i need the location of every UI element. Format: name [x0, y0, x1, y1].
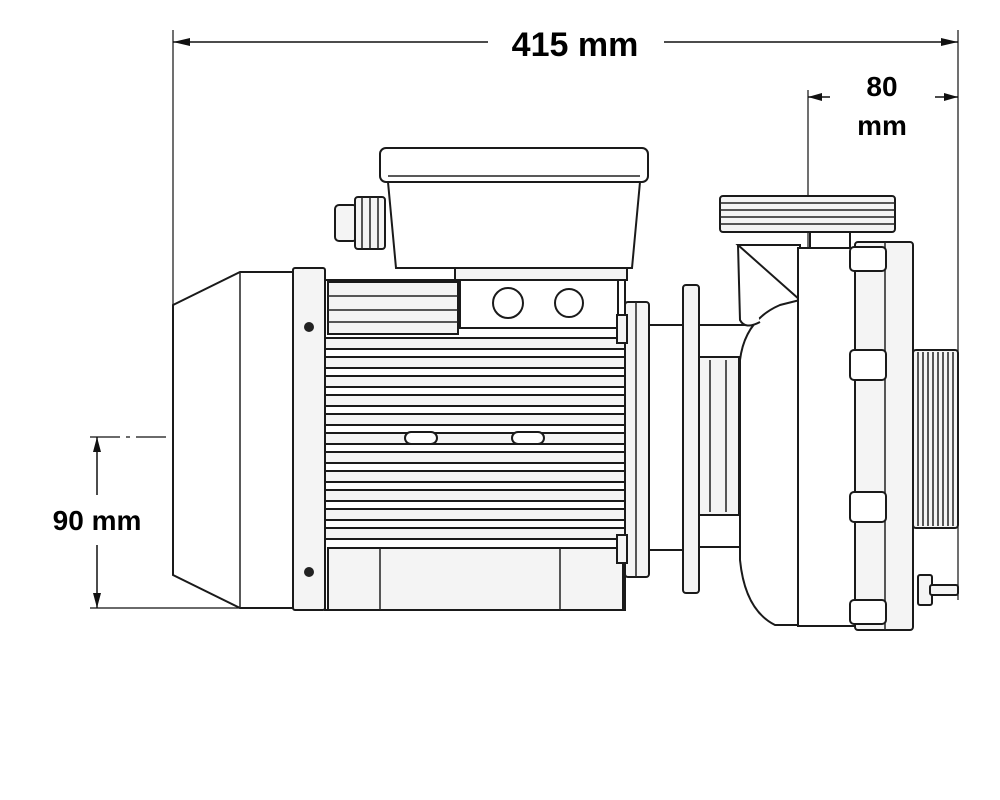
cooling-fin	[324, 489, 626, 502]
right-arrow-icon	[941, 38, 958, 46]
cooling-fins	[324, 337, 626, 540]
front-shield	[616, 301, 650, 578]
screw-icon	[304, 567, 314, 577]
terminal-box	[379, 147, 649, 329]
fan-cover	[172, 271, 296, 609]
outlet-left-arrow-icon	[808, 93, 822, 101]
inlet-thread	[719, 195, 896, 233]
pump-front-plate	[849, 241, 914, 631]
bolt-boss	[849, 491, 887, 523]
height-top-arrow-icon	[93, 437, 101, 452]
bolt-boss	[849, 349, 887, 381]
port-icon	[492, 287, 524, 319]
cooling-fin	[324, 432, 626, 445]
cooling-fin	[324, 413, 626, 426]
motor-slot	[404, 431, 438, 445]
cooling-fin	[324, 451, 626, 464]
cooling-fin	[324, 375, 626, 388]
overall-length-dimension: 415 mm	[172, 26, 959, 600]
port-icon	[554, 288, 584, 318]
bolt-boss	[849, 599, 887, 625]
rear-flange	[292, 267, 326, 611]
shaft-height-label: 90 mm	[53, 505, 142, 536]
cooling-fin	[324, 470, 626, 483]
left-arrow-icon	[173, 38, 190, 46]
height-bottom-arrow-icon	[93, 593, 101, 608]
outlet-right-arrow-icon	[944, 93, 958, 101]
screw-icon	[304, 322, 314, 332]
outlet-thread	[912, 349, 959, 529]
cooling-fin	[324, 527, 626, 540]
pump-housing	[735, 231, 859, 627]
cooling-fin	[324, 508, 626, 521]
overall-length-label: 415 mm	[512, 26, 639, 64]
drain-plug	[917, 574, 959, 606]
outlet-width-unit: mm	[857, 110, 907, 141]
cable-gland	[334, 196, 386, 250]
motor-slot	[511, 431, 545, 445]
cooling-fin	[324, 356, 626, 369]
outlet-width-value: 80	[866, 71, 897, 102]
bolt-boss	[849, 246, 887, 272]
cooling-fin	[324, 394, 626, 407]
cooling-fin	[324, 337, 626, 350]
